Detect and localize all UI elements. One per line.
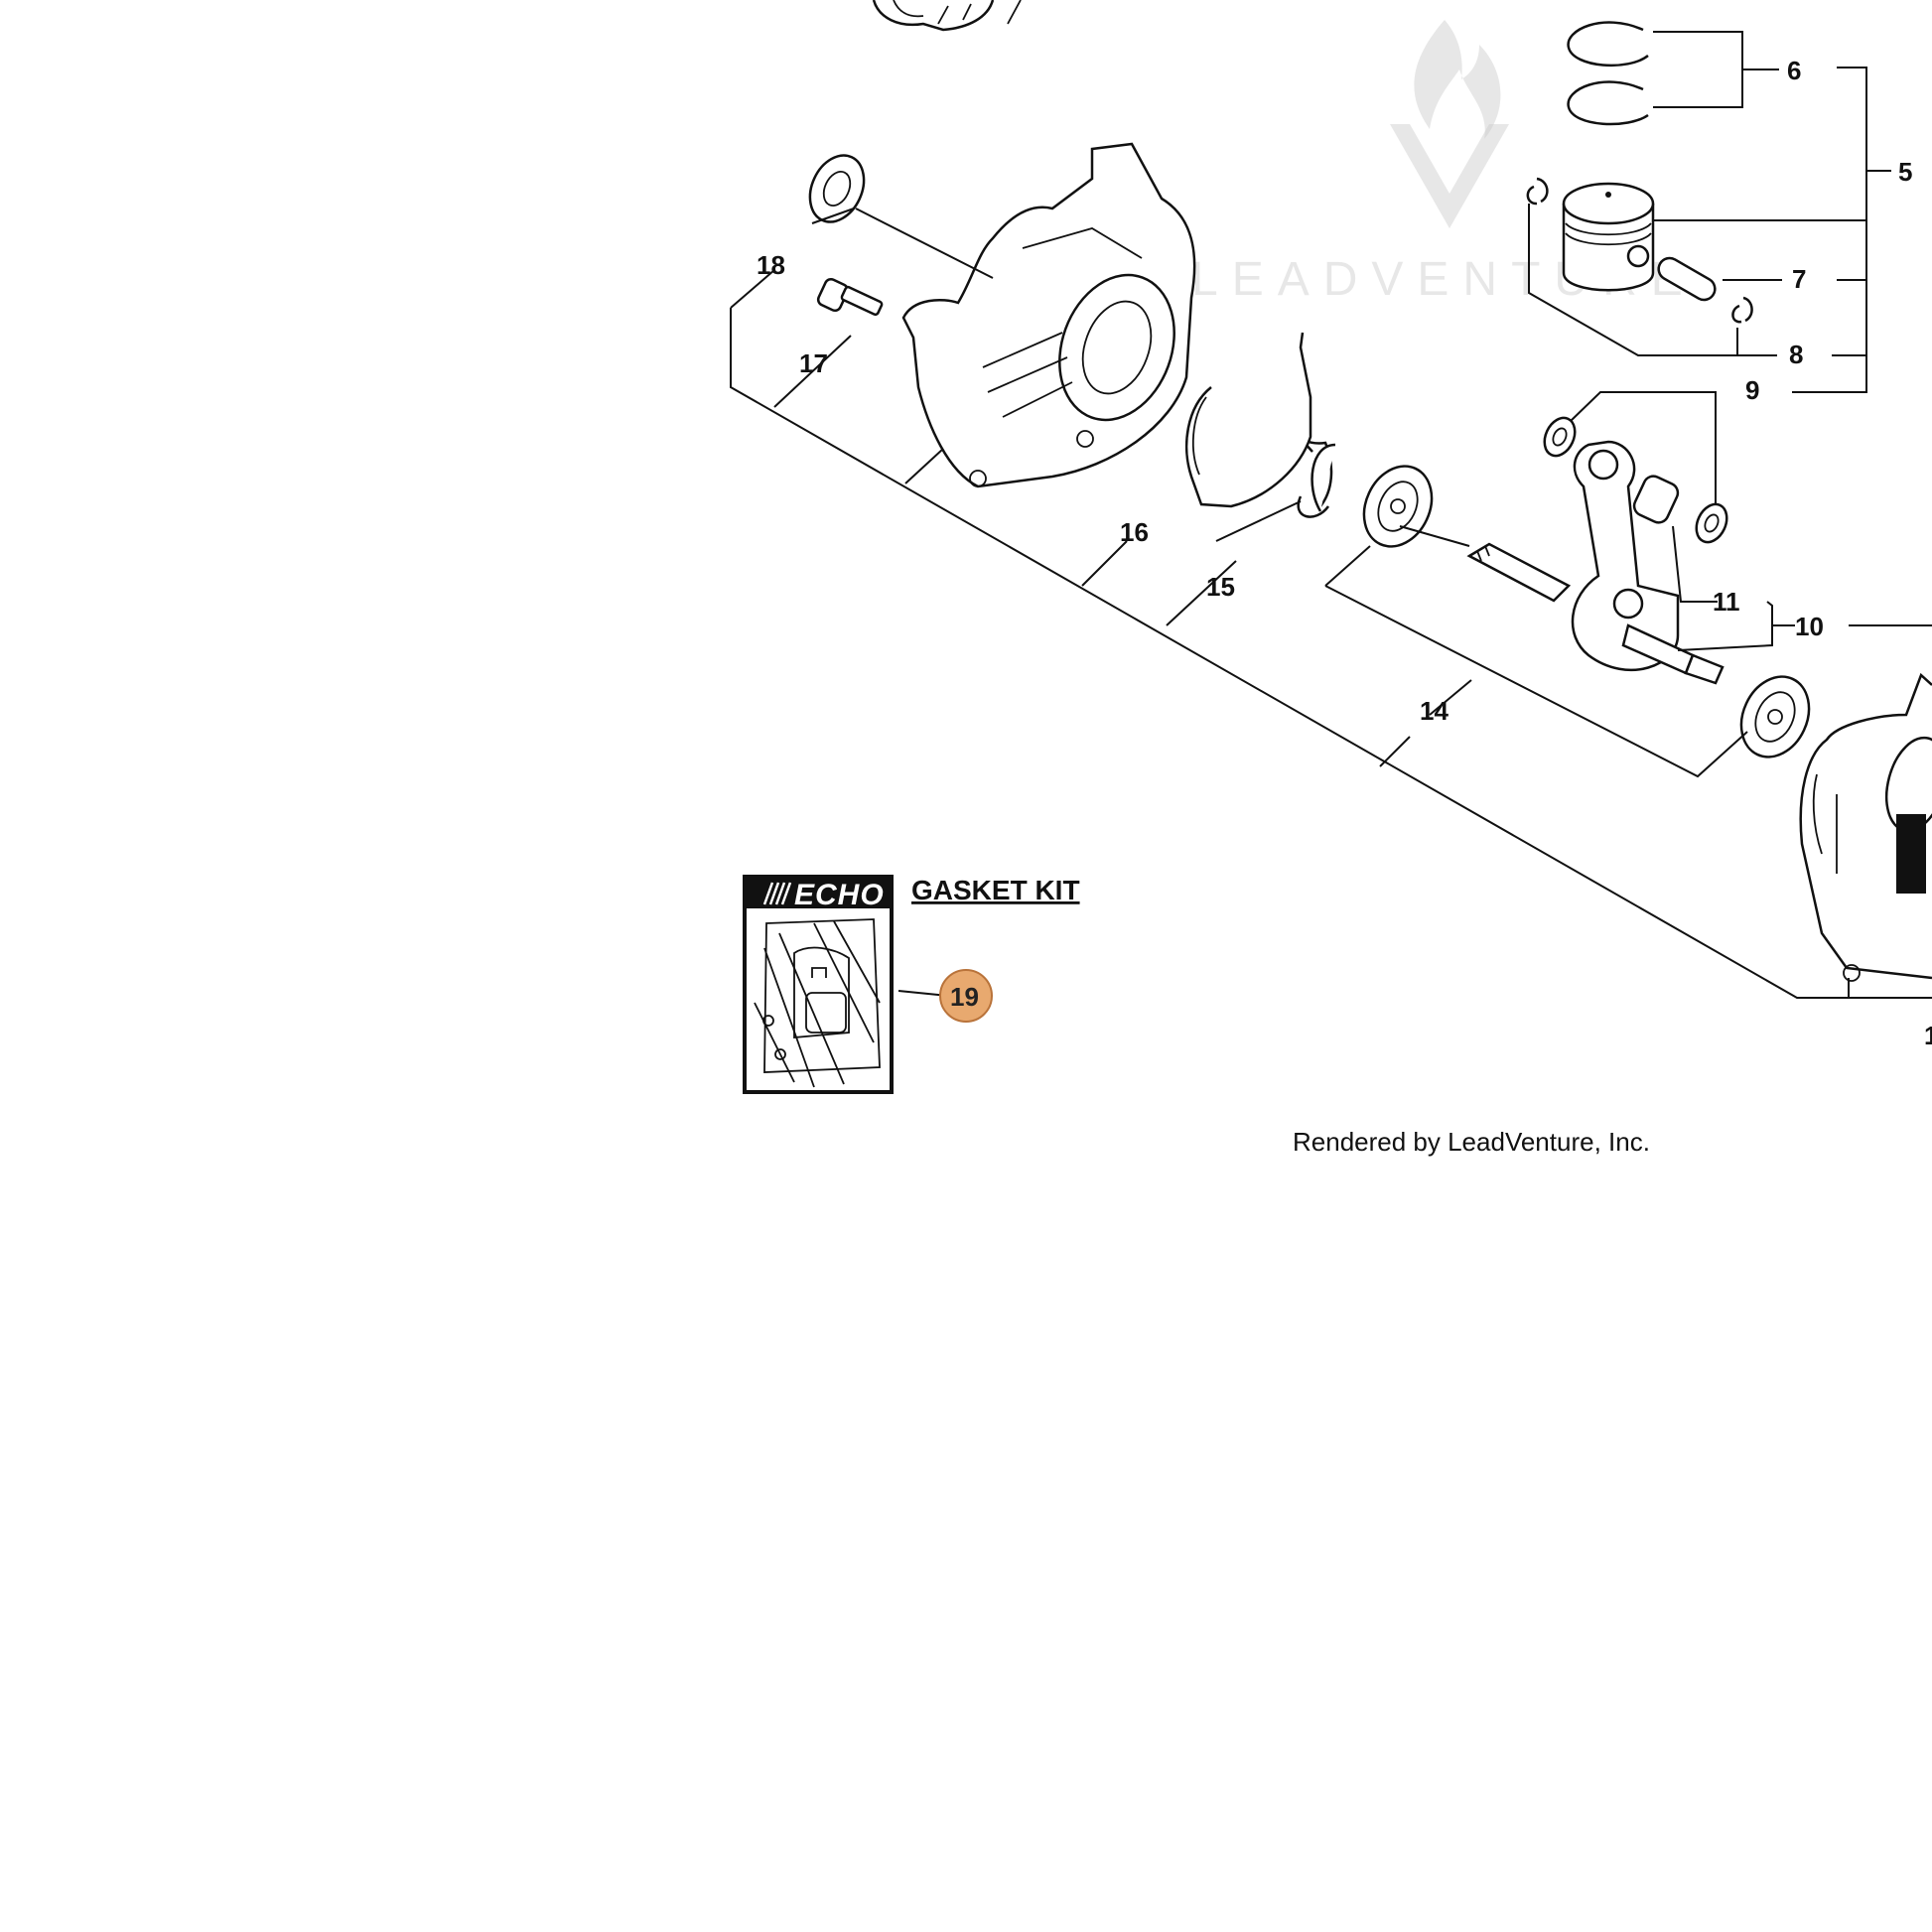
callout-1: 1 [1924, 1021, 1932, 1050]
leader-lines [730, 31, 1932, 999]
crankcase-left [901, 142, 1196, 488]
svg-text:ECHO: ECHO [794, 879, 885, 911]
piston [1562, 182, 1655, 292]
bolt [816, 277, 884, 317]
callout-11: 11 [1713, 587, 1740, 617]
needle-bearing [1632, 475, 1680, 524]
callout-9: 9 [1745, 375, 1759, 405]
callout-19[interactable]: 19 [950, 982, 979, 1012]
needle-bearing-washers [1543, 416, 1728, 544]
flame-logo-icon [1390, 20, 1509, 228]
oil-seal [808, 154, 866, 223]
callout-17: 17 [799, 348, 828, 378]
callout-14: 14 [1420, 696, 1449, 726]
echo-logo-icon: ECHO [762, 879, 885, 911]
callout-5: 5 [1898, 157, 1912, 187]
piston-pin [1657, 256, 1717, 302]
callout-7: 7 [1792, 264, 1806, 294]
callout-10: 10 [1795, 612, 1824, 641]
callout-8: 8 [1789, 340, 1803, 369]
gasket-kit-package [743, 875, 894, 1094]
callout-18: 18 [757, 250, 785, 280]
callout-15: 15 [1206, 572, 1235, 602]
ball-bearing-right [1739, 675, 1811, 759]
callout-6: 6 [1787, 56, 1801, 85]
callout-19-highlight[interactable] [939, 969, 993, 1023]
circlips [1526, 177, 1753, 324]
callout-16: 16 [1120, 517, 1149, 547]
piston-rings [1567, 21, 1649, 126]
gasket-illustration [754, 918, 881, 1088]
crankshaft-assembly [1466, 440, 1725, 685]
gasket-kit-title: GASKET KIT [911, 875, 1080, 905]
crankcase-right [1799, 672, 1932, 982]
crankcase-gasket [1185, 332, 1312, 508]
callout-labels: 6 5 7 8 9 10 11 14 15 16 17 18 1 [757, 56, 1932, 1050]
footer-credit: Rendered by LeadVenture, Inc. [1293, 1127, 1650, 1157]
gasket-kit: ECHO GASKET KIT 19 [743, 875, 1080, 1094]
ball-bearing-left [1362, 465, 1434, 548]
part-top-clipped [872, 0, 1022, 32]
